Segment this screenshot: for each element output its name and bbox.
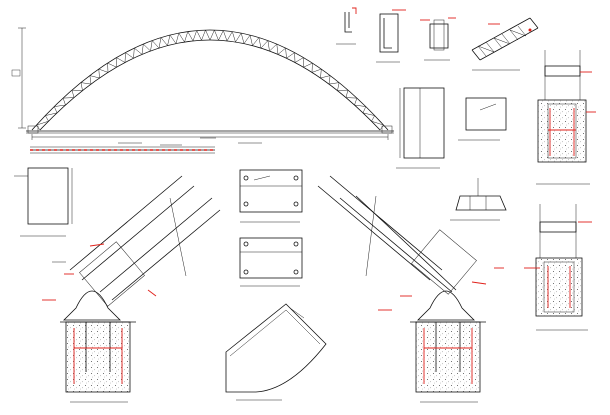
arch-foot-left xyxy=(42,175,221,321)
base-plate-tall xyxy=(396,87,445,169)
arch-truss-lacing xyxy=(36,29,385,131)
column-footing-detail-lower xyxy=(524,204,592,331)
bolted-plate-upper xyxy=(239,169,303,223)
truss-lacing-path xyxy=(36,29,385,131)
section-detail-channel xyxy=(376,9,406,63)
base-plate-square xyxy=(458,97,507,141)
column-footing-detail-upper xyxy=(536,50,596,185)
footing-left xyxy=(60,321,136,403)
footing-right xyxy=(410,321,486,403)
side-plate-detail xyxy=(14,167,73,237)
curved-gusset-plate xyxy=(225,303,327,401)
section-detail-box xyxy=(420,17,456,61)
bolted-plate-lower xyxy=(239,237,303,287)
section-detail-angle xyxy=(336,7,357,45)
truss-3d-detail xyxy=(471,17,539,71)
anchor-bolt-detail xyxy=(450,178,507,221)
arch-foot-right xyxy=(317,175,504,321)
arch-truss-elevation xyxy=(11,27,394,154)
